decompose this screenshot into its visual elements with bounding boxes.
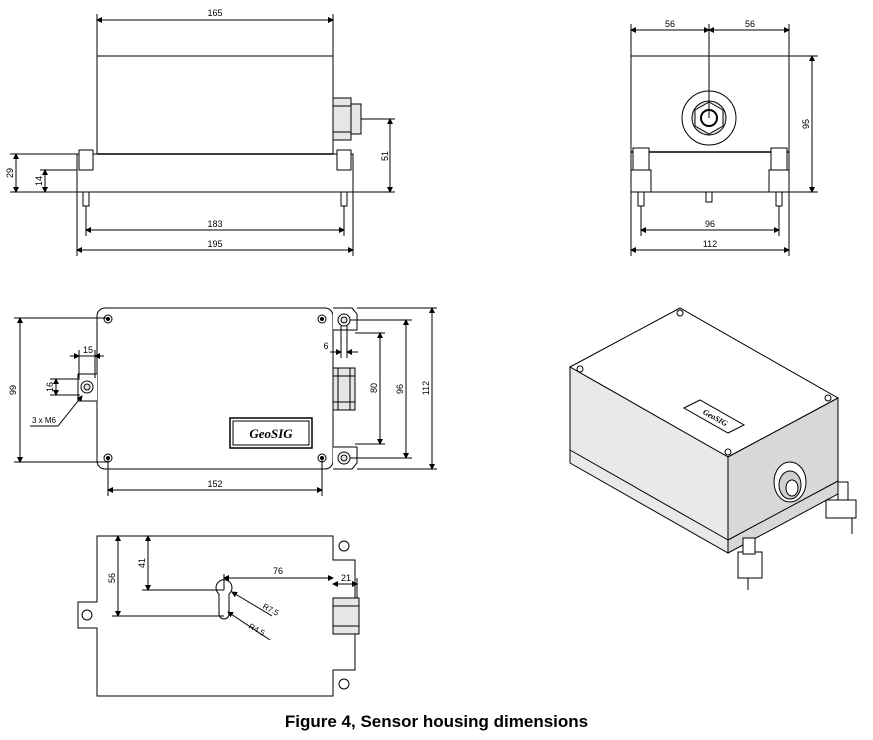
top-dim-thread: 3 x M6 [32,416,57,425]
side-dim-outer: 112 [703,239,717,249]
top-dim-tab-width: 15 [83,345,93,355]
figure-caption: Figure 4, Sensor housing dimensions [284,712,589,731]
front-view [10,14,395,256]
front-dim-inner: 183 [207,219,222,229]
side-dim-height: 95 [801,119,811,129]
front-dim-outer: 195 [207,239,222,249]
side-dim-inner: 96 [705,219,715,229]
bottom-dim-76: 76 [273,566,283,576]
side-dim-right: 56 [745,19,755,29]
top-view [14,307,437,496]
top-dim-slot: 6 [323,341,328,351]
bottom-dim-56: 56 [107,573,117,583]
top-dim-112: 112 [421,381,431,395]
top-dim-bottom: 152 [207,479,222,489]
side-dim-left: 56 [665,19,675,29]
bottom-view [77,535,360,697]
bottom-dim-21: 21 [341,573,351,583]
front-dim-top: 165 [207,8,222,18]
top-dim-tab-height: 16 [45,382,55,392]
top-dim-96: 96 [395,384,405,394]
front-dim-right: 51 [380,151,390,161]
front-dim-left-inner: 14 [34,176,44,186]
top-dim-80: 80 [369,383,379,393]
geosig-logo: GeoSIG [249,426,293,441]
isometric-view [568,307,857,590]
side-view [630,24,818,256]
front-dim-left-outer: 29 [5,168,15,178]
top-dim-left: 99 [8,385,18,395]
bottom-dim-41: 41 [137,558,147,568]
